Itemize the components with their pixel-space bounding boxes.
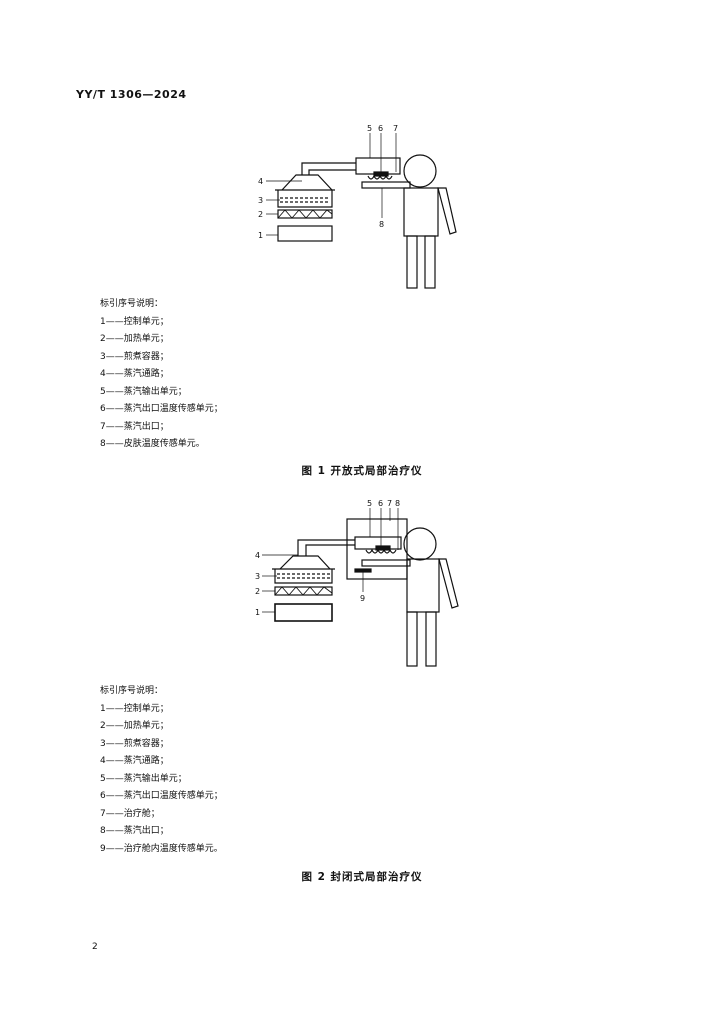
heating-zigzag <box>274 586 333 596</box>
callout-3: 3 <box>255 572 260 581</box>
figure-1-diagram: 1 2 3 4 5 6 7 8 <box>258 124 457 289</box>
callout-6: 6 <box>378 499 383 508</box>
figure-1-legend: 标引序号说明： 1——控制单元； 2——加热单元； 3——煎煮容器； 4——蒸汽… <box>100 296 223 454</box>
legend-item: 5——蒸汽输出单元； <box>100 386 187 397</box>
callout-2: 2 <box>255 587 260 596</box>
callout-9: 9 <box>360 594 365 603</box>
container-lid <box>281 174 333 191</box>
page-number: 2 <box>92 942 98 952</box>
steam-outlet <box>365 548 397 554</box>
person-right-arm <box>437 187 457 235</box>
legend-item: 2——加热单元； <box>100 721 169 731</box>
standard-number: YY/T 1306—2024 <box>76 88 187 101</box>
figure-2-legend: 标引序号说明： 1——控制单元； 2——加热单元； 3——煎煮容器； 4——蒸汽… <box>100 683 223 858</box>
decoction-container <box>274 569 333 584</box>
callout-7: 7 <box>393 124 398 133</box>
patient-arm <box>361 559 411 567</box>
legend-item: 4——蒸汽通路； <box>100 369 169 379</box>
treatment-cabin <box>346 518 408 580</box>
figure-1-caption: 图 1 开放式局部治疗仪 <box>301 465 423 477</box>
callout-8: 8 <box>379 220 384 229</box>
decoction-container <box>277 190 333 208</box>
figure-2-caption: 图 2 封闭式局部治疗仪 <box>301 871 423 883</box>
figure-2-diagram: 1 2 3 4 5 6 7 8 9 <box>255 499 459 667</box>
legend-item: 5——蒸汽输出单元； <box>100 773 187 784</box>
legend-item: 8——蒸汽出口； <box>100 826 169 836</box>
person-right-arm <box>438 558 459 609</box>
legend-item: 8——皮肤温度传感单元。 <box>100 439 205 449</box>
outlet-temperature-sensor <box>375 545 391 551</box>
legend-item: 3——煎煮容器； <box>100 738 169 749</box>
callout-5: 5 <box>367 499 372 508</box>
callout-3: 3 <box>258 196 263 205</box>
person-head <box>403 154 437 188</box>
steam-passage-outer <box>297 539 355 556</box>
steam-passage-inner <box>305 544 355 556</box>
callout-7: 7 <box>387 499 392 508</box>
callout-5: 5 <box>367 124 372 133</box>
legend-item: 3——煎煮容器； <box>100 351 169 362</box>
patient-arm <box>361 181 411 189</box>
callout-2: 2 <box>258 210 263 219</box>
callout-8: 8 <box>395 499 400 508</box>
person-torso <box>406 558 440 613</box>
heating-zigzag <box>277 209 333 219</box>
legend-item: 7——蒸汽出口； <box>100 421 169 432</box>
callout-6: 6 <box>378 124 383 133</box>
legend-item: 6——蒸汽出口温度传感单元； <box>100 404 223 414</box>
figure-2-callouts: 1 2 3 4 5 6 7 8 9 <box>255 499 400 617</box>
callout-4: 4 <box>258 177 263 186</box>
person-right-leg <box>424 235 436 289</box>
legend-title: 标引序号说明： <box>100 299 164 309</box>
callout-1: 1 <box>258 231 263 240</box>
steam-passage-outer <box>301 162 356 175</box>
person-right-leg <box>425 611 437 667</box>
legend-title: 标引序号说明： <box>100 686 164 696</box>
legend-item: 1——控制单元； <box>100 703 169 714</box>
control-unit <box>277 225 333 242</box>
person-left-leg <box>406 235 418 289</box>
legend-item: 1——控制单元； <box>100 316 169 327</box>
legend-item: 2——加热单元； <box>100 334 169 344</box>
legend-item: 7——治疗舱； <box>100 808 160 819</box>
callout-4: 4 <box>255 551 260 560</box>
legend-item: 6——蒸汽出口温度传感单元； <box>100 791 223 801</box>
container-lid <box>279 555 331 570</box>
person-head <box>403 527 437 561</box>
cabin-temperature-sensor <box>354 568 372 573</box>
steam-outlet <box>367 174 393 180</box>
legend-item: 4——蒸汽通路； <box>100 756 169 766</box>
person-torso <box>403 187 439 237</box>
person-left-leg <box>406 611 418 667</box>
steam-passage-inner <box>308 169 356 175</box>
legend-item: 9——治疗舱内温度传感单元。 <box>100 843 223 854</box>
control-unit <box>274 603 333 622</box>
callout-1: 1 <box>255 608 260 617</box>
figure-1-callouts: 1 2 3 4 5 6 7 8 <box>258 124 398 240</box>
